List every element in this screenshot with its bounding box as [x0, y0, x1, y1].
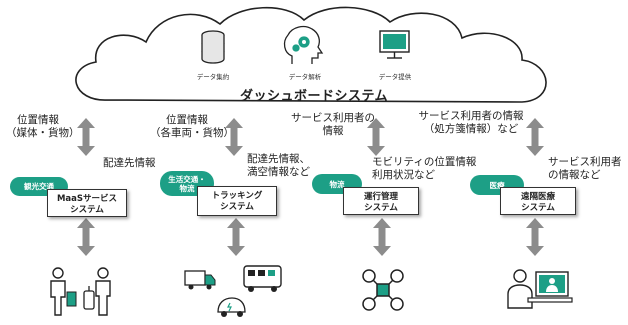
exchange-arrow	[526, 118, 544, 156]
system-box: 運行管理システム	[343, 187, 419, 215]
exchange-arrow	[367, 118, 385, 156]
system-box: MaaSサービスシステム	[47, 189, 127, 217]
cloud-title: ダッシュボードシステム	[239, 89, 389, 104]
exchange-arrow	[225, 118, 243, 156]
cloud-item-label: データ集約	[196, 73, 230, 81]
side-label: 配達先情報、満空情報など	[247, 153, 310, 178]
cloud-item-label: データ解析	[288, 73, 322, 81]
vehicles-icon	[184, 265, 282, 317]
exchange-arrow	[373, 218, 391, 256]
side-label: 配達先情報	[103, 157, 156, 169]
system-box: 遠隔医療システム	[500, 187, 576, 215]
side-label: モビリティの位置情報利用状況など	[372, 156, 477, 181]
brain-gear-icon	[283, 25, 324, 64]
travelers-icon	[50, 267, 111, 316]
cloud-item-label: データ提供	[378, 73, 412, 81]
exchange-arrow	[526, 218, 544, 256]
system-box: トラッキングシステム	[197, 186, 277, 216]
exchange-arrow	[77, 218, 95, 256]
top-label: サービス利用者の情報	[291, 112, 375, 137]
cloud-shape	[75, 6, 547, 103]
top-label: サービス利用者の情報（処方箋情報）など	[418, 110, 524, 135]
drone-icon	[362, 269, 404, 311]
exchange-arrow	[227, 218, 245, 256]
top-label: 位置情報（各車両・貨物）	[150, 114, 234, 139]
database-icon	[201, 30, 225, 64]
telemedicine-icon	[507, 269, 573, 309]
side-label: サービス利用者の情報など	[548, 156, 622, 181]
top-label: 位置情報（媒体・貨物）	[6, 114, 80, 139]
category-tag: 生活交通・物流	[160, 171, 214, 196]
exchange-arrow	[77, 118, 95, 156]
monitor-icon	[379, 30, 410, 59]
